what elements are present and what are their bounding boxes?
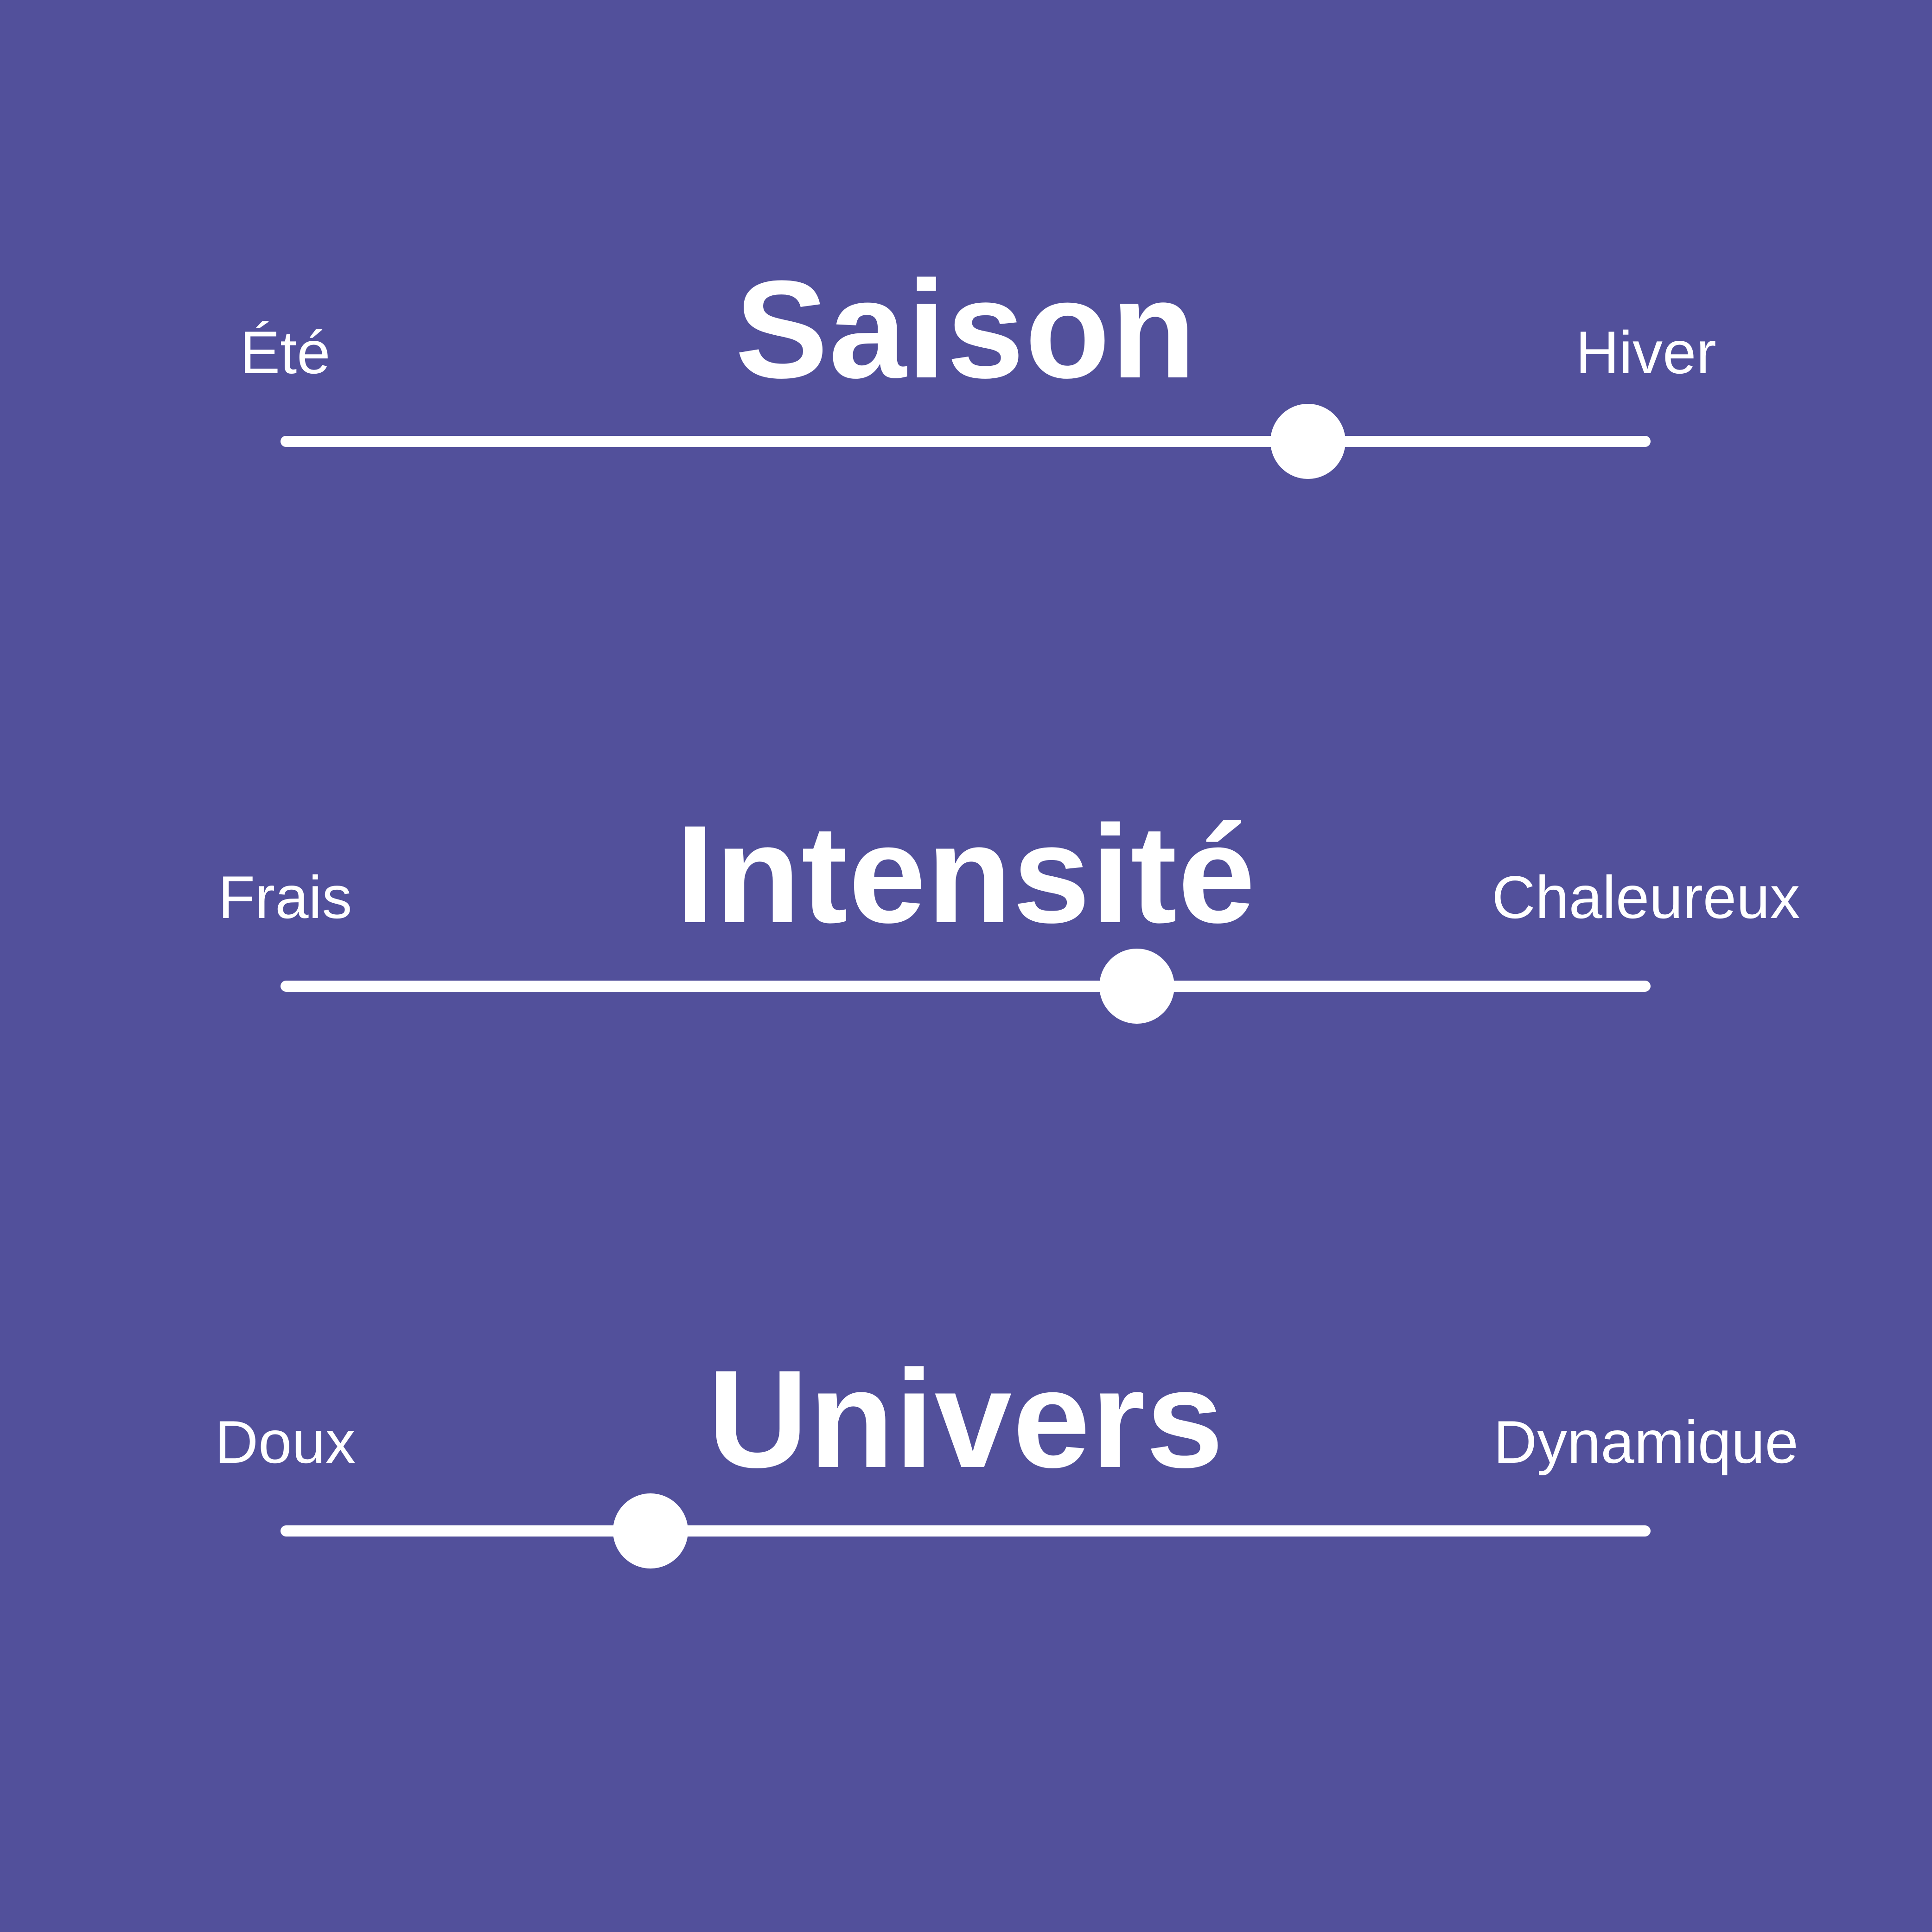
slider-max-label: Dynamique [1493, 1408, 1798, 1476]
slider-univers: Univers Doux Dynamique [0, 1340, 1932, 1664]
slider-title: Saison [735, 251, 1197, 407]
slider-track[interactable] [281, 436, 1651, 447]
slider-max-label: Hiver [1575, 319, 1716, 386]
slider-min-label: Frais [218, 863, 352, 931]
slider-saison: Saison Été Hiver [0, 250, 1932, 575]
slider-intensite: Intensité Frais Chaleureux [0, 795, 1932, 1120]
slider-thumb[interactable] [1270, 404, 1346, 479]
slider-min-label: Doux [215, 1408, 356, 1476]
slider-track[interactable] [281, 1525, 1651, 1537]
slider-thumb[interactable] [1099, 949, 1174, 1024]
slider-track[interactable] [281, 981, 1651, 992]
slider-min-label: Été [240, 319, 331, 386]
slider-thumb[interactable] [612, 1493, 688, 1569]
slider-title: Intensité [676, 796, 1256, 952]
slider-title: Univers [708, 1341, 1224, 1497]
slider-max-label: Chaleureux [1492, 863, 1800, 931]
